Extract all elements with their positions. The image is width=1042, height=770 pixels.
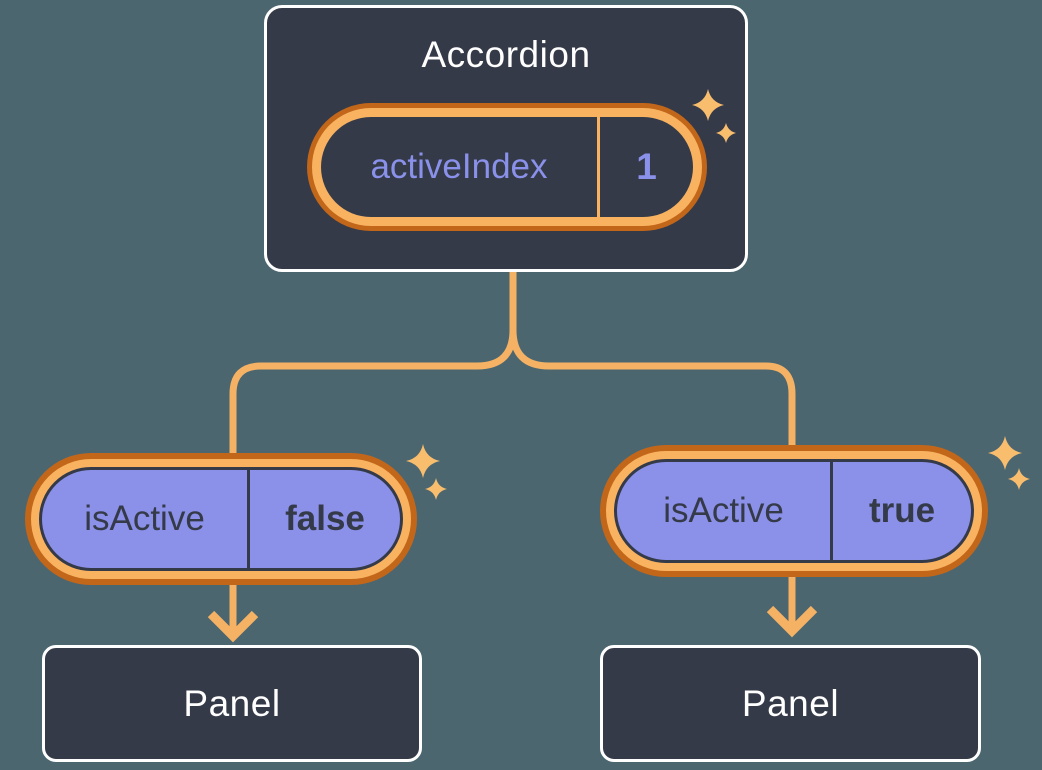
pill-divider [830,462,833,560]
is-active-pill-left: isActive false [25,453,417,585]
pill-body: activeIndex 1 [321,117,693,217]
panel-title: Panel [741,682,840,724]
pill-inner-ring: isActive true [606,451,982,571]
arrow-down-icon [207,610,259,643]
pill-inner-ring: activeIndex 1 [312,108,702,226]
panel-title: Panel [183,682,281,724]
pill-inner-ring: isActive false [31,459,411,579]
state-pill-value: 1 [636,146,657,187]
active-index-state-pill: activeIndex 1 [307,103,707,231]
sparkle-icon [988,436,1030,490]
accordion-title: Accordion [421,34,591,75]
arrow-down-icon [766,605,818,638]
panel-card-left: Panel [42,645,422,762]
is-active-pill-right: isActive true [600,445,988,577]
prop-pill-label: isActive [663,491,784,530]
prop-pill-value: false [285,499,365,538]
prop-pill-value: true [868,491,936,530]
pill-outer-ring: isActive true [600,445,988,577]
prop-pill-label: isActive [84,499,205,538]
pill-body: isActive true [614,459,974,563]
pill-outer-ring: activeIndex 1 [307,103,707,231]
panel-card-right: Panel [600,645,981,762]
state-pill-label: activeIndex [370,147,548,186]
pill-divider [597,117,600,217]
pill-body: isActive false [39,467,403,571]
pill-outer-ring: isActive false [25,453,417,585]
